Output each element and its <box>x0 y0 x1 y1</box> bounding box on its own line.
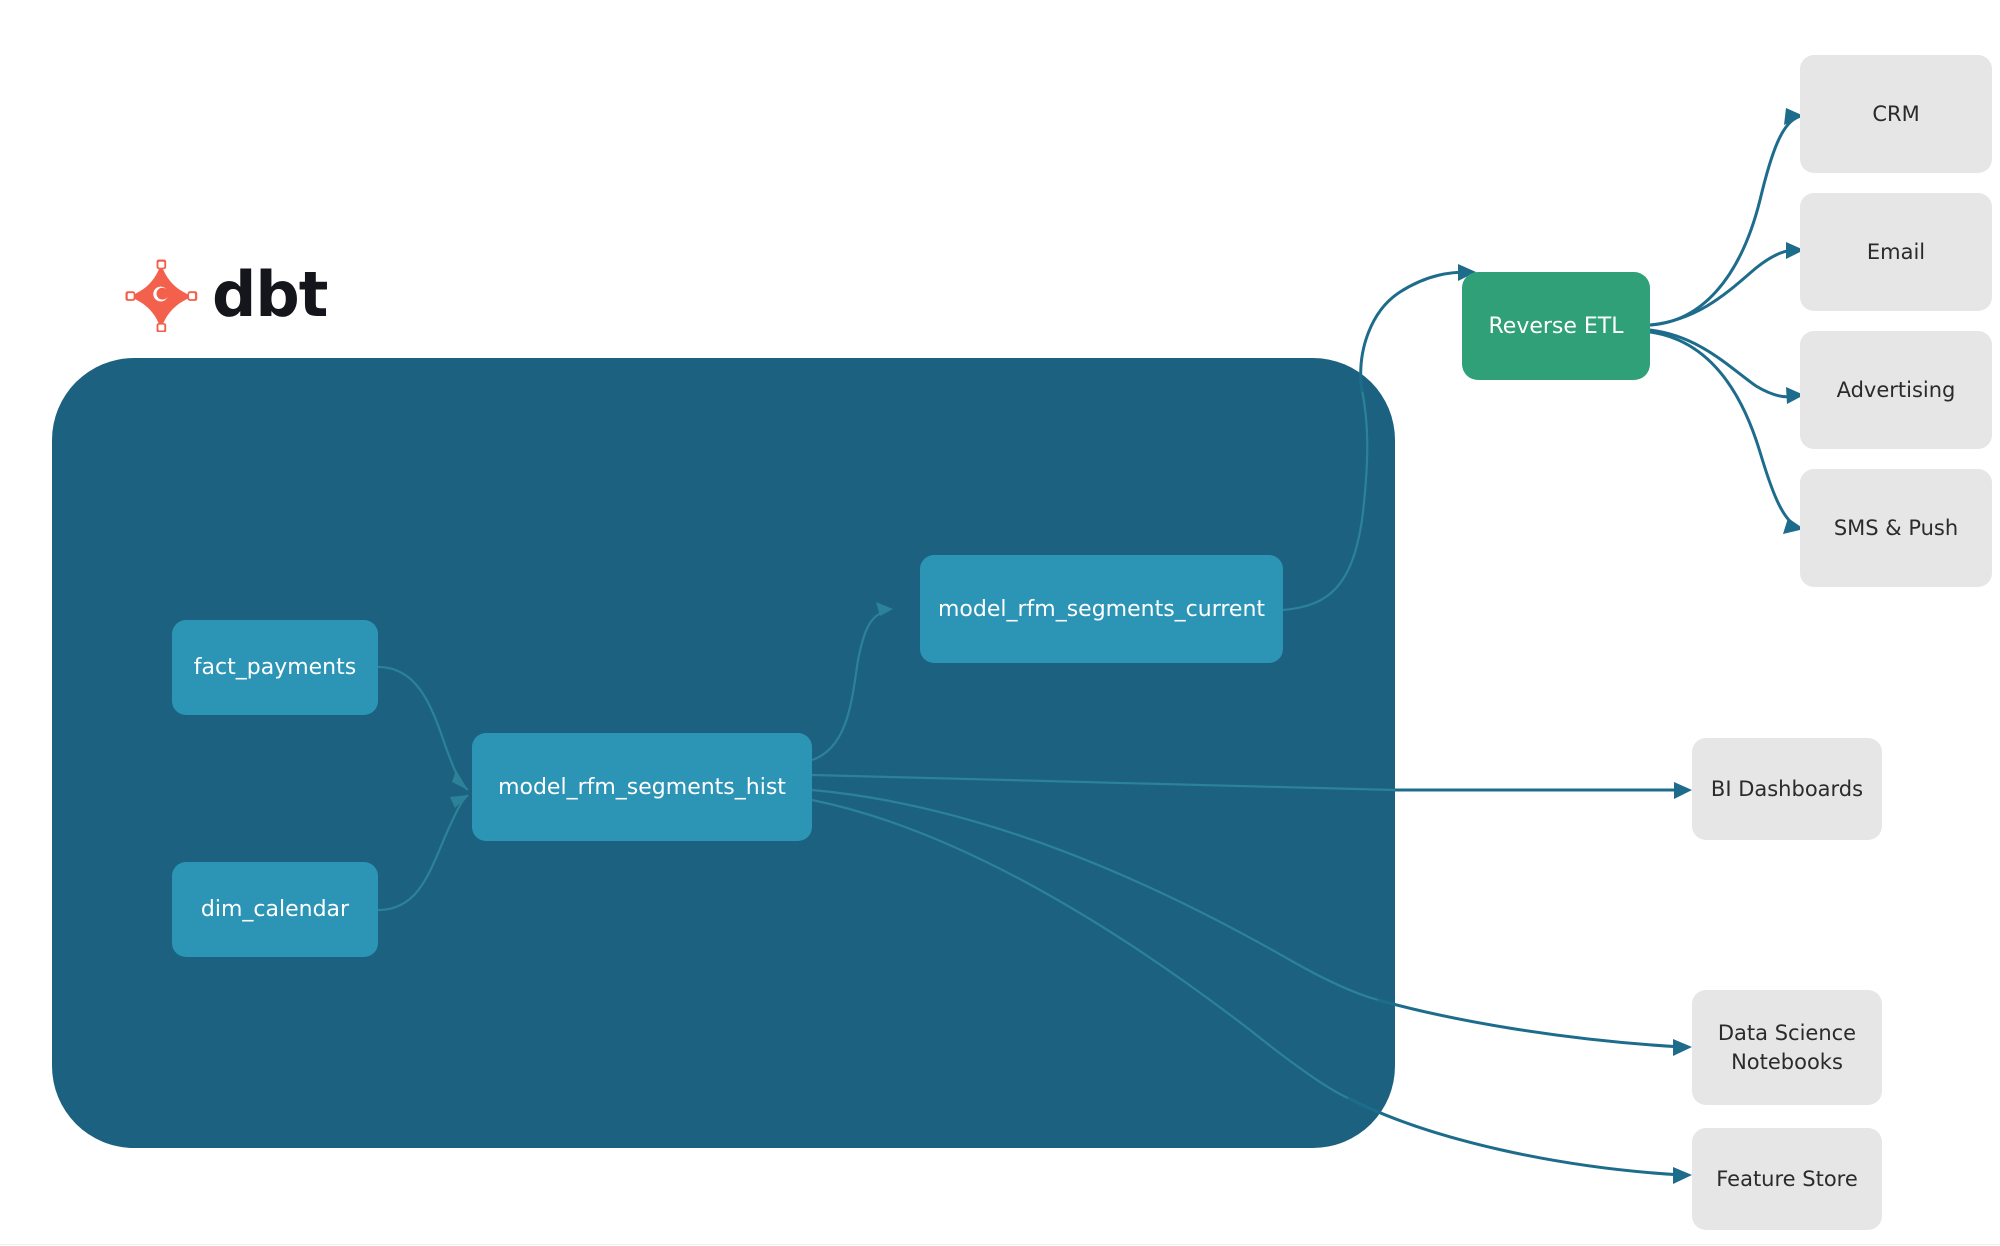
dbt-brand: dbt <box>124 258 328 332</box>
destination-node-sms-push[interactable]: SMS & Push <box>1800 469 1992 587</box>
edge-arrowhead <box>1673 1039 1692 1056</box>
edge-panel-to-notebooks <box>1377 998 1683 1049</box>
node-label: Email <box>1866 239 1926 264</box>
dbt-logo-icon <box>125 259 198 332</box>
node-label: SMS & Push <box>1833 515 1959 540</box>
node-label: Reverse ETL <box>1488 313 1624 339</box>
edge-panel-to-reverse-etl <box>1359 270 1469 393</box>
destination-node-bi-dashboards[interactable]: BI Dashboards <box>1692 738 1882 840</box>
node-label: fact_payments <box>193 655 357 680</box>
dbt-wordmark: dbt <box>212 258 328 331</box>
node-label: CRM <box>1872 101 1920 126</box>
edge-arrowhead <box>1674 782 1692 799</box>
edge-panel-to-feature-store <box>1347 1096 1683 1177</box>
node-label: model_rfm_segments_hist <box>498 774 786 800</box>
edge-reverse-etl-to-sms-push <box>1649 330 1797 528</box>
node-label: model_rfm_segments_current <box>937 596 1266 622</box>
model-node-rfm-segments-hist[interactable]: model_rfm_segments_hist <box>472 733 812 841</box>
destination-node-crm[interactable]: CRM <box>1800 55 1992 173</box>
node-label: BI Dashboards <box>1710 776 1864 801</box>
node-label: Feature Store <box>1716 1166 1858 1191</box>
destination-node-advertising[interactable]: Advertising <box>1800 331 1992 449</box>
edge-reverse-etl-to-email <box>1649 248 1797 327</box>
bottom-divider <box>0 1244 2000 1245</box>
model-node-fact-payments[interactable]: fact_payments <box>172 620 378 715</box>
edge-reverse-etl-to-crm <box>1649 116 1797 327</box>
node-label: Advertising <box>1836 377 1956 402</box>
destination-node-feature-store[interactable]: Feature Store <box>1692 1128 1882 1230</box>
model-node-dim-calendar[interactable]: dim_calendar <box>172 862 378 957</box>
model-node-rfm-segments-current[interactable]: model_rfm_segments_current <box>920 555 1283 663</box>
reverse-etl-node[interactable]: Reverse ETL <box>1462 272 1650 380</box>
destination-node-email[interactable]: Email <box>1800 193 1992 311</box>
edge-arrowhead <box>1673 1167 1692 1184</box>
node-label: dim_calendar <box>200 897 350 922</box>
edge-reverse-etl-to-advertising <box>1649 328 1797 399</box>
